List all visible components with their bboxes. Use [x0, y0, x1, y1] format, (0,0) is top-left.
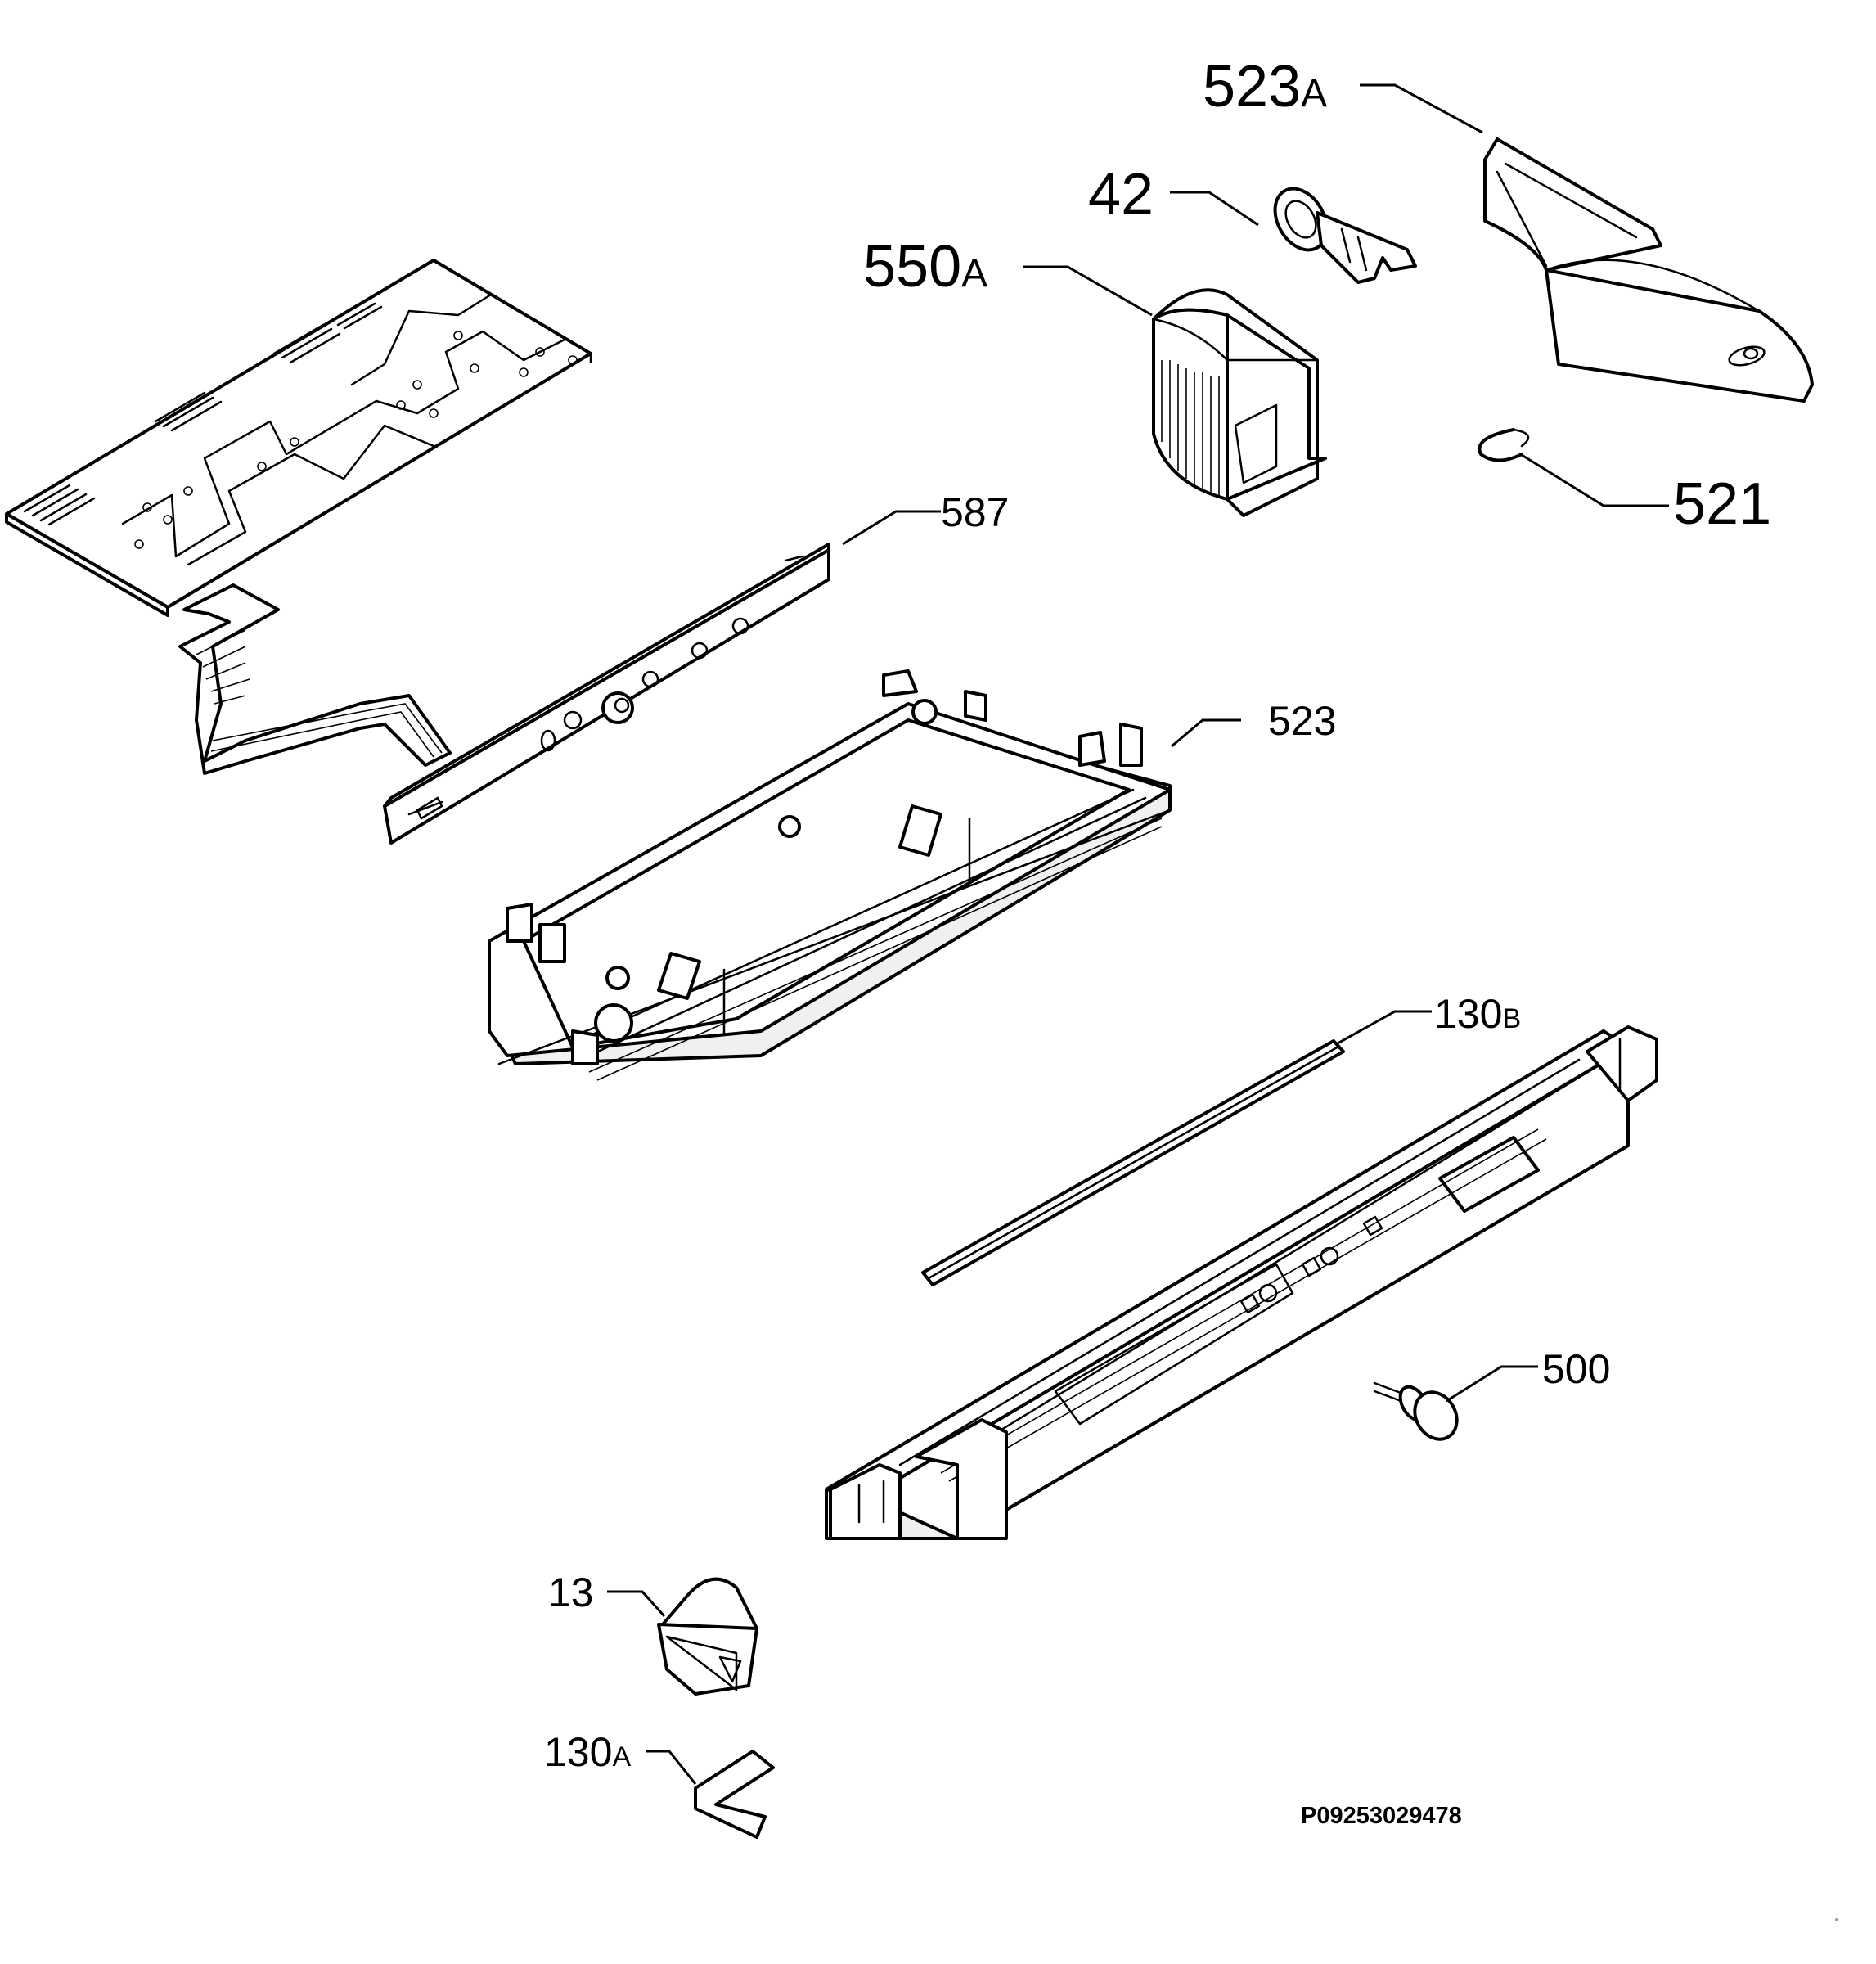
leader-lines — [607, 83, 1669, 1785]
label-550a: 550A — [863, 234, 987, 300]
control-panel — [825, 1025, 1658, 1540]
part-521-ring — [1478, 428, 1530, 462]
label-521: 521 — [1673, 471, 1771, 537]
label-130b: 130B — [1434, 991, 1521, 1037]
label-13: 13 — [548, 1570, 594, 1615]
label-523a: 523A — [1203, 54, 1327, 119]
label-42: 42 — [1088, 162, 1154, 227]
ribbon-cable — [178, 583, 452, 775]
part-130b-seal-strip — [921, 1039, 1345, 1286]
label-500: 500 — [1542, 1346, 1610, 1392]
part-523a-cover — [1483, 137, 1814, 403]
part-13-switch — [657, 1577, 758, 1696]
part-523-housing-frame — [488, 669, 1172, 1081]
label-523: 523 — [1268, 698, 1336, 744]
diagram-reference-code: P09253029478 — [1301, 1803, 1462, 1829]
part-labels: 523A 42 550A 521 587 523 130B 500 13 130… — [544, 54, 1771, 1775]
part-550a-knob-housing — [1152, 288, 1327, 517]
printed-circuit-board — [5, 259, 592, 617]
label-130a: 130A — [544, 1729, 631, 1775]
corner-dot — [1835, 1918, 1838, 1921]
part-587-control-strip — [383, 543, 830, 845]
part-42-shaft — [1273, 187, 1417, 284]
label-587: 587 — [941, 489, 1009, 535]
part-500-button — [1373, 1381, 1459, 1441]
part-130a-l-seal — [694, 1750, 775, 1839]
